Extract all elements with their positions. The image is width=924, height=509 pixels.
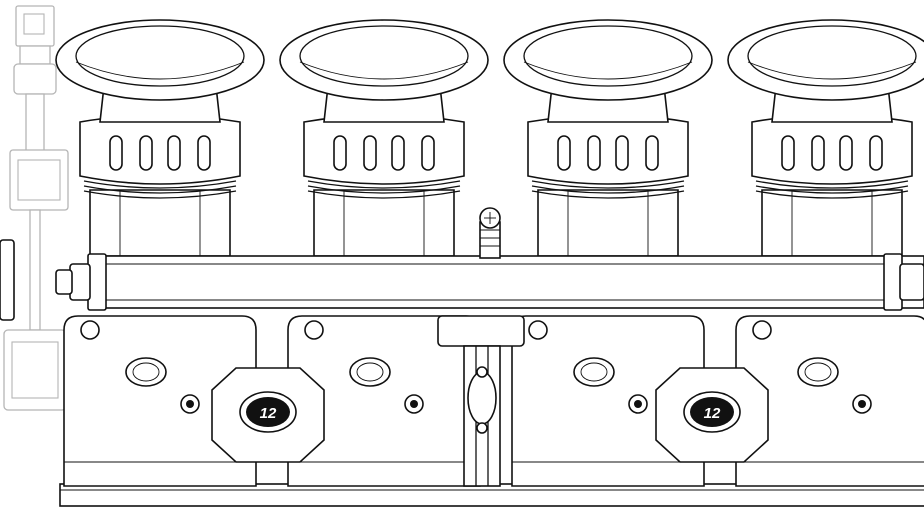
thread-ring [755,185,909,194]
throttle-tube [537,189,679,257]
collar [751,114,913,185]
fuel-rail [55,253,924,311]
thread-ring [83,190,237,199]
collar-slot [645,135,659,171]
bellmouth-lip [523,61,693,80]
body-block [63,315,257,487]
collar-slot [109,135,123,171]
screw-socket [634,400,642,408]
throttle-tube [313,189,455,257]
logo-badge-left: 12 [211,367,325,463]
collar [303,114,465,185]
throttle-body-4 [727,19,924,487]
port-hole-inner [804,362,832,382]
collar-slot [615,135,629,171]
bellmouth-lip [75,61,245,80]
port-hole [349,357,391,387]
collar-slot [391,135,405,171]
logo-text-right: 12 [704,405,721,422]
throttle-body-2 [279,19,489,487]
bolt-head [528,320,548,340]
collar-slot [557,135,571,171]
center-linkage [437,315,525,487]
thread-ring [83,185,237,194]
thread-ring [755,190,909,199]
bellmouth-inner [75,25,245,87]
port-hole-inner [356,362,384,382]
thread-ring [83,180,237,189]
collar-slot [167,135,181,171]
screw-socket [858,400,866,408]
bellmouth-outer [279,19,489,101]
collar-slot [363,135,377,171]
collar-slot [333,135,347,171]
bolt-head [304,320,324,340]
throttle-bodies [55,19,924,487]
collar [79,114,241,185]
thread-ring [307,185,461,194]
throttle-tube [89,189,231,257]
center-bolt [479,207,501,259]
port-hole-inner [580,362,608,382]
base-plate [59,483,924,507]
collar-slot [781,135,795,171]
throttle-tube [761,189,903,257]
thread-ring [531,190,685,199]
bolt-head [80,320,100,340]
bellmouth-lip [299,61,469,80]
ghost-sensor-assembly [0,5,69,411]
thread-ring [307,180,461,189]
port-hole [573,357,615,387]
screw-socket [186,400,194,408]
bellmouth-inner [299,25,469,87]
collar-slot [869,135,883,171]
screw-socket [410,400,418,408]
collar-slot [587,135,601,171]
collar-slot [811,135,825,171]
bolt-head [752,320,772,340]
collar-slot [839,135,853,171]
port-hole [125,357,167,387]
bellmouth-lip [747,61,917,80]
bellmouth-inner [747,25,917,87]
bellmouth-outer [503,19,713,101]
thread-ring [755,180,909,189]
thread-ring [531,185,685,194]
collar-slot [421,135,435,171]
port-hole [797,357,839,387]
thread-ring [307,190,461,199]
collar-slot [139,135,153,171]
bellmouth-outer [55,19,265,101]
port-hole-inner [132,362,160,382]
logo-text-left: 12 [260,405,277,422]
bellmouth-outer [727,19,924,101]
collar [527,114,689,185]
throttle-body-1 [55,19,265,487]
thread-ring [531,180,685,189]
collar-slot [197,135,211,171]
bellmouth-inner [523,25,693,87]
body-block [735,315,924,487]
logo-badge-right: 12 [655,367,769,463]
